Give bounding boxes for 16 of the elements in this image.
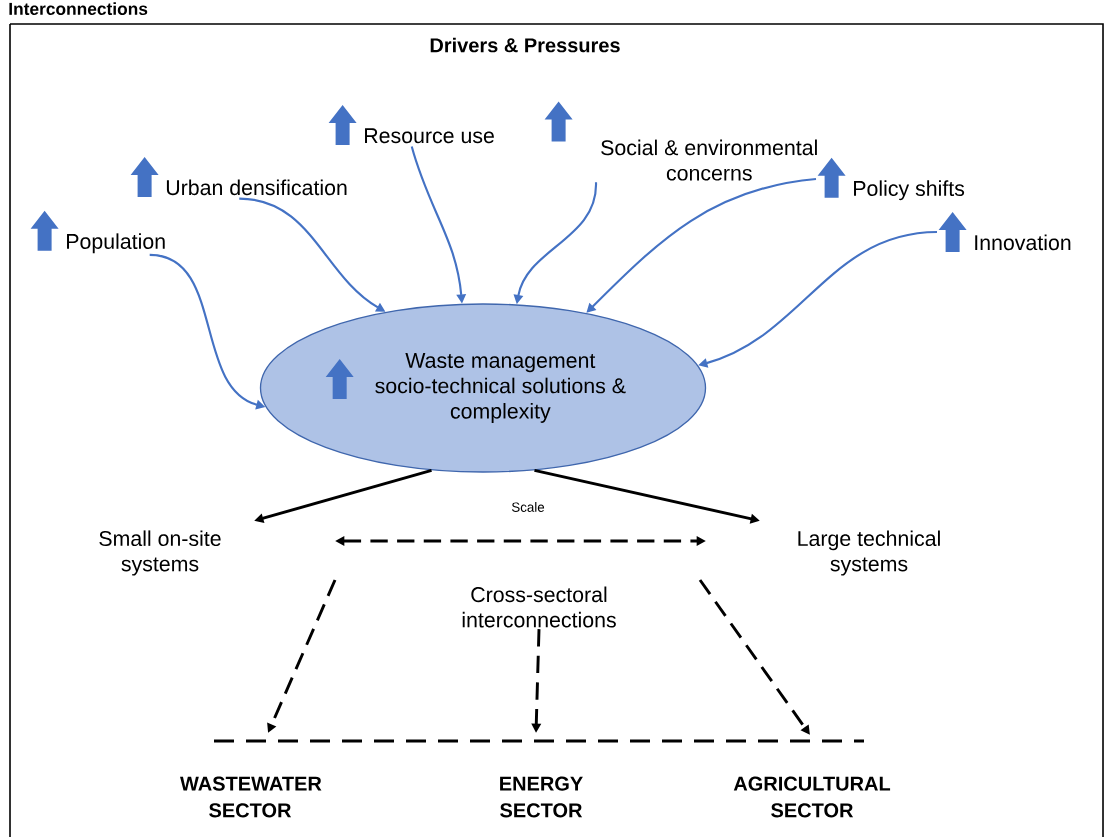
driver-label: Social & environmental concerns <box>544 101 817 181</box>
driver-label: Innovation <box>938 212 1071 252</box>
driver-label: Population <box>30 210 165 254</box>
sector-label: ENERGY SECTOR <box>500 776 583 818</box>
arrow <box>586 177 817 313</box>
title: Interconnections <box>9 2 148 15</box>
sector-label: WASTEWATER SECTOR <box>180 776 322 818</box>
driver-label: Urban densification <box>130 157 347 197</box>
sector-label: AGRICULTURAL SECTOR <box>733 776 891 818</box>
heading: Drivers & Pressures <box>430 37 620 53</box>
driver-label: Policy shifts <box>817 157 965 201</box>
system-label: Small on-site systems <box>99 530 221 576</box>
scale-label: Scale <box>511 502 545 512</box>
connection-label: Cross-sectoral interconnections <box>462 586 616 628</box>
system-label: Large technical systems <box>798 530 940 576</box>
driver-label: Resource use <box>328 105 494 145</box>
